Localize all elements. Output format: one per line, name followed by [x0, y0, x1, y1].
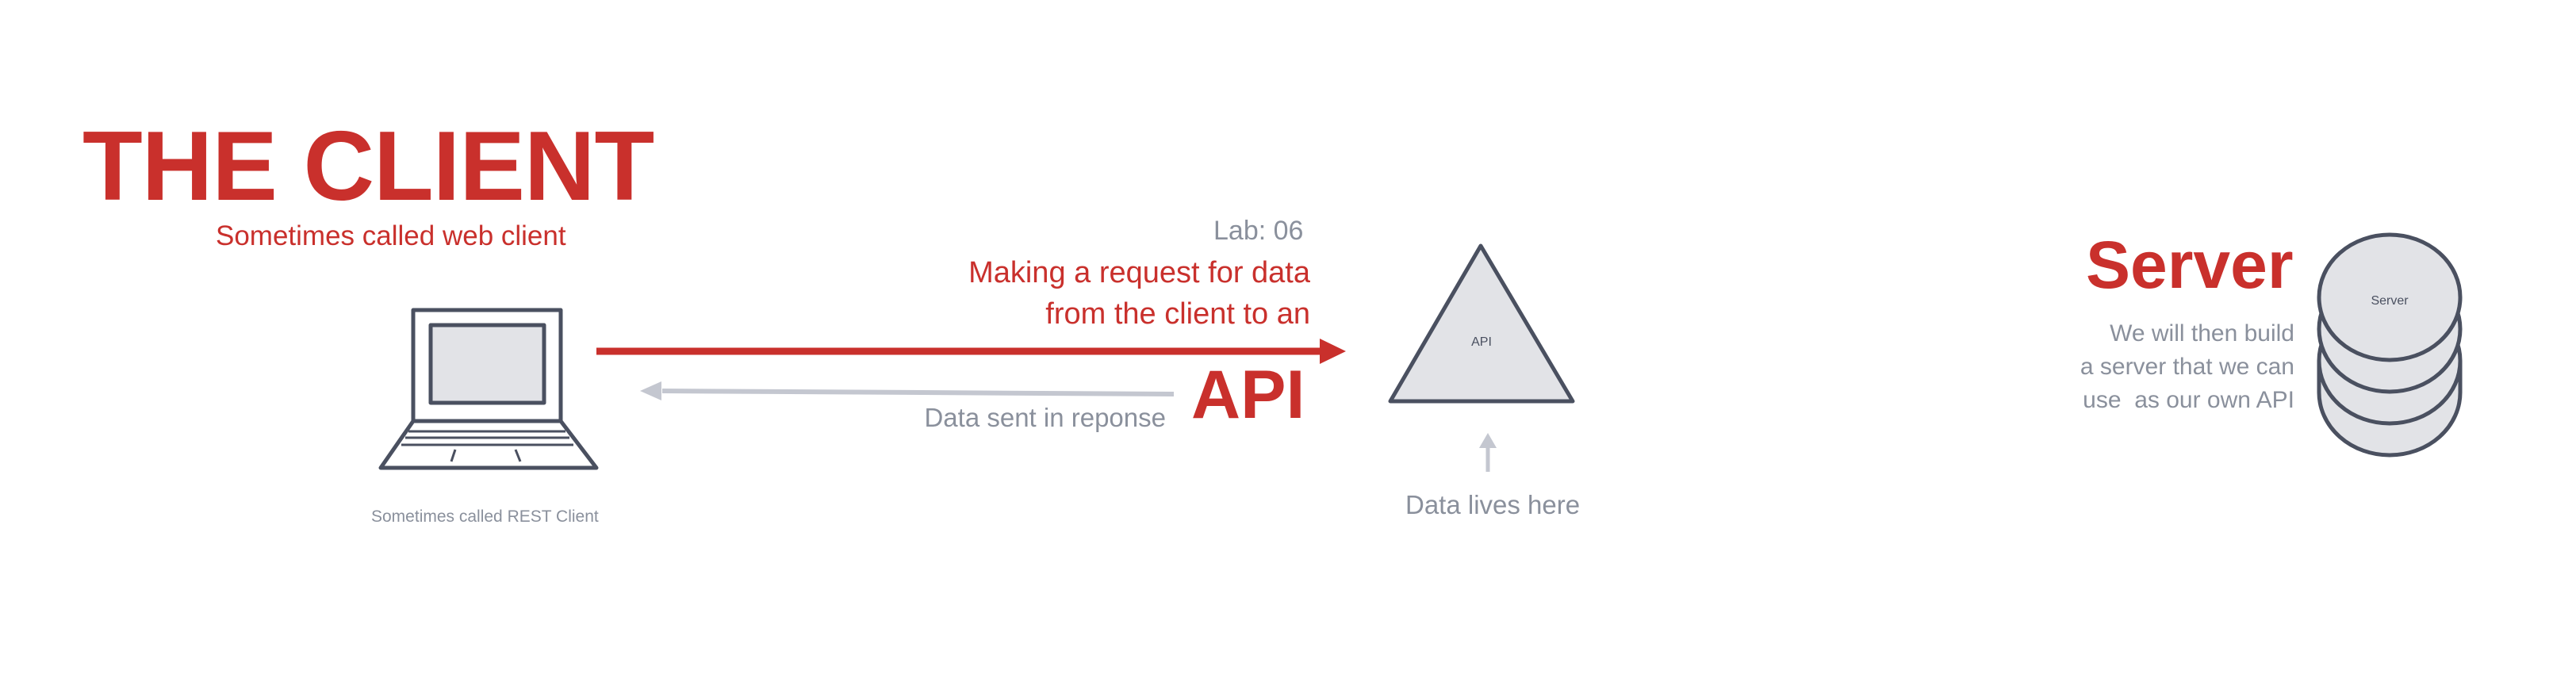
api-node-label: API — [1471, 335, 1492, 349]
request-description: Making a request for data from the clien… — [968, 252, 1310, 335]
server-desc-line-3: use as our own API — [2083, 387, 2294, 413]
request-line-2: from the client to an — [1045, 297, 1310, 331]
response-label: Data sent in reponse — [924, 403, 1166, 432]
server-description: We will then build a server that we can … — [2080, 317, 2294, 417]
server-desc-line-1: We will then build — [2110, 320, 2294, 347]
lab-number: Lab: 06 — [1213, 216, 1304, 246]
server-desc-line-2: a server that we can — [2080, 354, 2294, 380]
server-cylinder-icon: Server — [2317, 232, 2463, 458]
client-title: THE CLIENT — [82, 112, 654, 221]
response-arrow — [640, 381, 1175, 400]
api-triangle-icon: API — [1388, 243, 1575, 404]
request-arrow — [596, 339, 1346, 364]
client-subtitle: Sometimes called web client — [216, 220, 566, 251]
request-line-1: Making a request for data — [968, 256, 1310, 289]
laptop-icon — [378, 308, 599, 470]
server-title: Server — [2086, 228, 2294, 302]
api-heading: API — [1191, 357, 1305, 433]
server-cylinder-label: Server — [2371, 294, 2409, 308]
client-caption: Sometimes called REST Client — [371, 507, 599, 526]
up-arrow-icon — [1479, 433, 1497, 472]
api-caption: Data lives here — [1405, 490, 1581, 519]
